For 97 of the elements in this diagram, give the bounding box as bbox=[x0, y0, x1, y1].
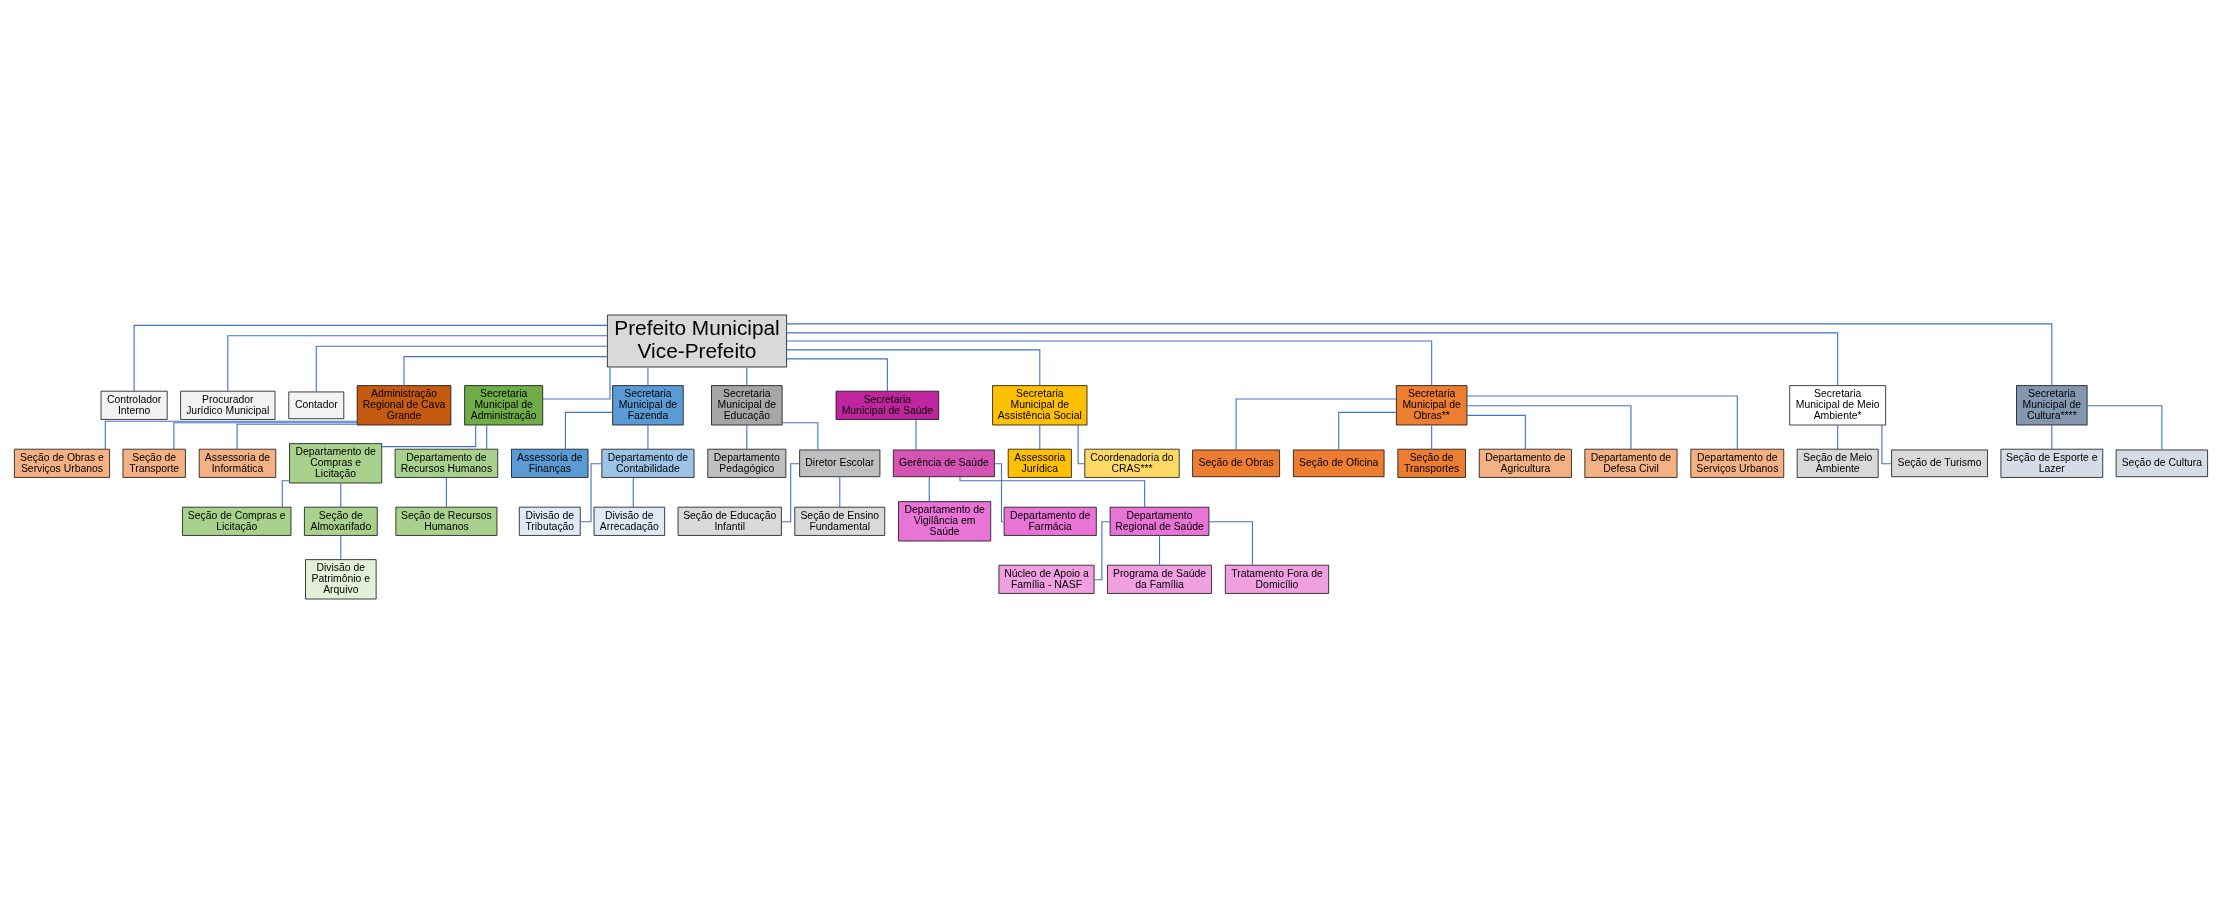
connector bbox=[786, 357, 888, 392]
node-box: Departamento de Contabilidade bbox=[601, 448, 695, 478]
connector bbox=[340, 534, 342, 560]
connector bbox=[1466, 404, 1632, 450]
node-box: Secretaria Municipal de Assistência Social bbox=[992, 384, 1088, 425]
connector bbox=[839, 475, 841, 508]
node-box: Secretaria Municipal de Cultura**** bbox=[2016, 384, 2088, 425]
node-box: Secretaria Municipal de Educação bbox=[711, 384, 783, 425]
connector bbox=[746, 424, 748, 450]
node-box: Departamento de Vigilância em Saúde bbox=[898, 500, 992, 541]
node-box: Diretor Escolar bbox=[799, 449, 881, 477]
connector bbox=[564, 411, 613, 450]
node-box: Seção de Educação Infantil bbox=[677, 506, 782, 536]
connector bbox=[928, 475, 930, 502]
connector bbox=[915, 418, 917, 450]
node-box: Núcleo de Apoio a Família - NASF bbox=[998, 564, 1095, 594]
node-box: Secretaria Municipal de Administração bbox=[464, 384, 544, 425]
node-box: Divisão de Arrecadação bbox=[593, 506, 666, 536]
node-box: Coordenadoria do CRAS*** bbox=[1084, 448, 1180, 478]
connector bbox=[780, 462, 801, 522]
connector bbox=[632, 476, 634, 508]
node-box: Departamento Regional de Saúde bbox=[1109, 506, 1210, 536]
connector bbox=[2051, 424, 2053, 450]
node-box: Prefeito Municipal Vice-Prefeito bbox=[607, 314, 787, 367]
node-box: Tratamento Fora de Domicílio bbox=[1224, 564, 1330, 594]
node-box: Divisão de Tributação bbox=[518, 506, 581, 536]
node-box: Seção de Ensino Fundamental bbox=[794, 506, 886, 536]
node-box: Seção de Transporte bbox=[122, 448, 186, 478]
node-box: Procurador Jurídico Municipal bbox=[180, 390, 276, 420]
connector bbox=[1466, 394, 1738, 450]
connector bbox=[1158, 534, 1161, 566]
connector bbox=[786, 339, 1433, 386]
node-box: Departamento de Compras e Licitação bbox=[289, 442, 383, 483]
node-box: Administração Regional de Cava Grande bbox=[356, 384, 452, 425]
connector bbox=[786, 331, 1839, 386]
node-box: Departamento Pedagógico bbox=[707, 448, 787, 478]
node-box: Controlador Interno bbox=[100, 390, 168, 420]
node-box: Seção de Esporte e Lazer bbox=[2000, 448, 2104, 478]
connector bbox=[133, 324, 608, 392]
node-box: Gerência de Saúde bbox=[892, 449, 995, 477]
connector bbox=[486, 424, 488, 450]
node-box: Departamento de Agricultura bbox=[1478, 448, 1572, 478]
connector bbox=[403, 355, 608, 386]
node-box: Departamento de Farmácia bbox=[1003, 506, 1097, 536]
connector bbox=[786, 348, 1041, 386]
node-box: Secretaria Municipal de Saúde bbox=[835, 390, 940, 420]
connector bbox=[781, 421, 819, 450]
connector bbox=[281, 479, 291, 508]
connector bbox=[647, 424, 649, 450]
node-box: Seção de Transportes bbox=[1397, 448, 1466, 478]
node-box: Assessoria de Finanças bbox=[511, 448, 589, 478]
connector bbox=[1077, 424, 1086, 464]
node-box: Seção de Compras e Licitação bbox=[182, 506, 292, 536]
node-box: Programa de Saúde da Família bbox=[1107, 564, 1212, 594]
node-box: Secretaria Municipal de Meio Ambiente* bbox=[1789, 384, 1886, 425]
connector bbox=[1431, 424, 1433, 450]
connector bbox=[1235, 397, 1397, 450]
connector bbox=[1466, 414, 1526, 450]
node-box: Secretaria Municipal de Fazenda bbox=[612, 384, 684, 425]
node-box: Seção de Turismo bbox=[1891, 449, 1988, 477]
connector bbox=[786, 322, 2053, 386]
connector bbox=[647, 366, 649, 386]
connector bbox=[579, 462, 603, 522]
connector bbox=[1208, 520, 1254, 566]
connector bbox=[381, 424, 477, 447]
connector bbox=[445, 476, 447, 508]
connector bbox=[542, 366, 611, 400]
node-box: Contador bbox=[288, 391, 345, 419]
connector bbox=[173, 421, 358, 450]
connector bbox=[1039, 424, 1041, 450]
connector bbox=[959, 475, 1146, 508]
connector bbox=[1837, 424, 1839, 450]
node-box: Seção de Cultura bbox=[2115, 449, 2208, 477]
node-box: Seção de Obras bbox=[1192, 449, 1280, 477]
node-box: Seção de Almoxarifado bbox=[304, 506, 378, 536]
connector bbox=[2086, 404, 2163, 450]
node-box: Secretaria Municipal de Obras** bbox=[1396, 384, 1468, 425]
node-box: Seção de Obras e Serviços Urbanos bbox=[14, 448, 110, 478]
node-box: Departamento de Defesa Civil bbox=[1584, 448, 1678, 478]
connector bbox=[1338, 411, 1397, 450]
node-box: Seção de Recursos Humanos bbox=[395, 506, 498, 536]
connector bbox=[994, 462, 1005, 522]
connector bbox=[1093, 520, 1111, 580]
node-box: Departamento de Serviços Urbanos bbox=[1690, 448, 1785, 478]
connector bbox=[340, 482, 342, 508]
node-box: Departamento de Recursos Humanos bbox=[394, 448, 499, 478]
connector bbox=[746, 366, 748, 386]
node-box: Assessoria de Informática bbox=[198, 448, 277, 478]
connector bbox=[315, 345, 608, 392]
connector bbox=[1881, 424, 1892, 464]
connector bbox=[227, 334, 608, 391]
node-box: Seção de Oficina bbox=[1293, 449, 1385, 477]
connector bbox=[236, 423, 358, 450]
node-box: Divisão de Patrimônio e Arquivo bbox=[305, 558, 377, 599]
connector bbox=[104, 420, 358, 450]
node-box: Seção de Meio Ambiente bbox=[1796, 448, 1879, 478]
node-box: Assessoria Jurídica bbox=[1007, 448, 1072, 478]
